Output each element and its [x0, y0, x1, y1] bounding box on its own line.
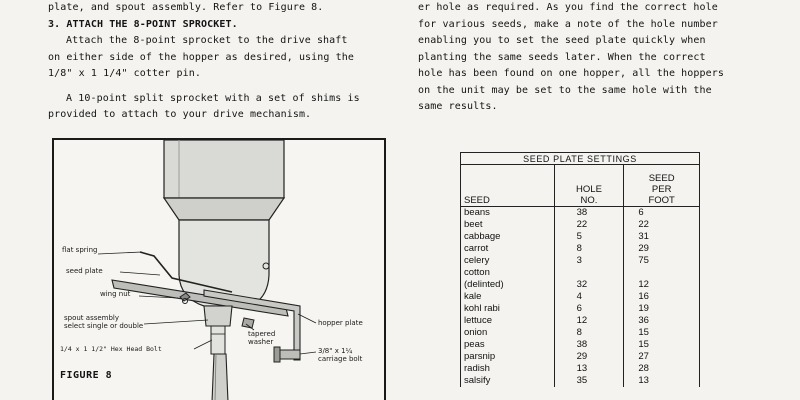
hopper-taper	[162, 197, 286, 221]
table-title: SEED PLATE SETTINGS	[460, 152, 700, 165]
label-flat-spring: flat spring	[62, 246, 98, 254]
label-spout-assembly: spout assembly	[64, 314, 120, 322]
label-wing-nut: wing nut	[100, 290, 131, 298]
text-line: er hole as required. As you find the cor…	[418, 2, 718, 13]
table-row: cotton	[460, 267, 700, 279]
spout-shape	[211, 353, 229, 400]
text-line: 1/8" x 1 1/4" cotter pin.	[48, 68, 202, 79]
text-line: hole has been found on one hopper, all t…	[418, 68, 725, 79]
right-text-column: er hole as required. As you find the cor…	[418, 0, 758, 116]
figure-caption: FIGURE 8	[60, 370, 113, 381]
hopper-plate-shape	[203, 289, 301, 361]
text-line: on either side of the hopper as desired,…	[48, 51, 355, 63]
flat-spring-shape	[139, 251, 233, 293]
label-carriage-bolt-size: 3/8" x 1¼	[318, 347, 353, 355]
label-tapered: tapered	[248, 330, 276, 338]
text-line: A 10-point split sprocket with a set of …	[66, 92, 360, 104]
text-line: same results.	[418, 101, 498, 112]
label-washer: washer	[248, 338, 274, 346]
label-hex-bolt: 1/4 x 1 1/2" Hex Head Bolt	[60, 345, 162, 353]
text-line: for various seeds, make a note of the ho…	[418, 18, 718, 30]
text-line: provided to attach to your drive mechani…	[48, 109, 312, 120]
hopper-body	[163, 140, 285, 199]
label-spout-select: select single or double	[64, 322, 144, 330]
label-seed-plate: seed plate	[66, 267, 103, 275]
text-line: on the unit may be set to the same hole …	[418, 84, 712, 96]
text-line: plate, and spout assembly. Refer to Figu…	[48, 2, 324, 13]
text-line: Attach the 8-point sprocket to the drive…	[66, 35, 348, 46]
text-line: planting the same seeds later. When the …	[418, 51, 706, 63]
label-carriage-bolt: carriage bolt	[318, 355, 363, 363]
figure-8: flat spring seed plate wing nut spout as…	[52, 138, 386, 400]
header-seed: SEED	[460, 164, 555, 207]
section-heading: 3. ATTACH THE 8-POINT SPROCKET.	[48, 18, 238, 30]
left-text-column: plate, and spout assembly. Refer to Figu…	[48, 0, 378, 124]
bolt-head	[262, 262, 270, 270]
hopper-assembly-drawing	[97, 140, 317, 400]
label-hopper-plate: hopper plate	[318, 319, 363, 327]
text-line: enabling you to set the seed plate quick…	[418, 35, 706, 46]
